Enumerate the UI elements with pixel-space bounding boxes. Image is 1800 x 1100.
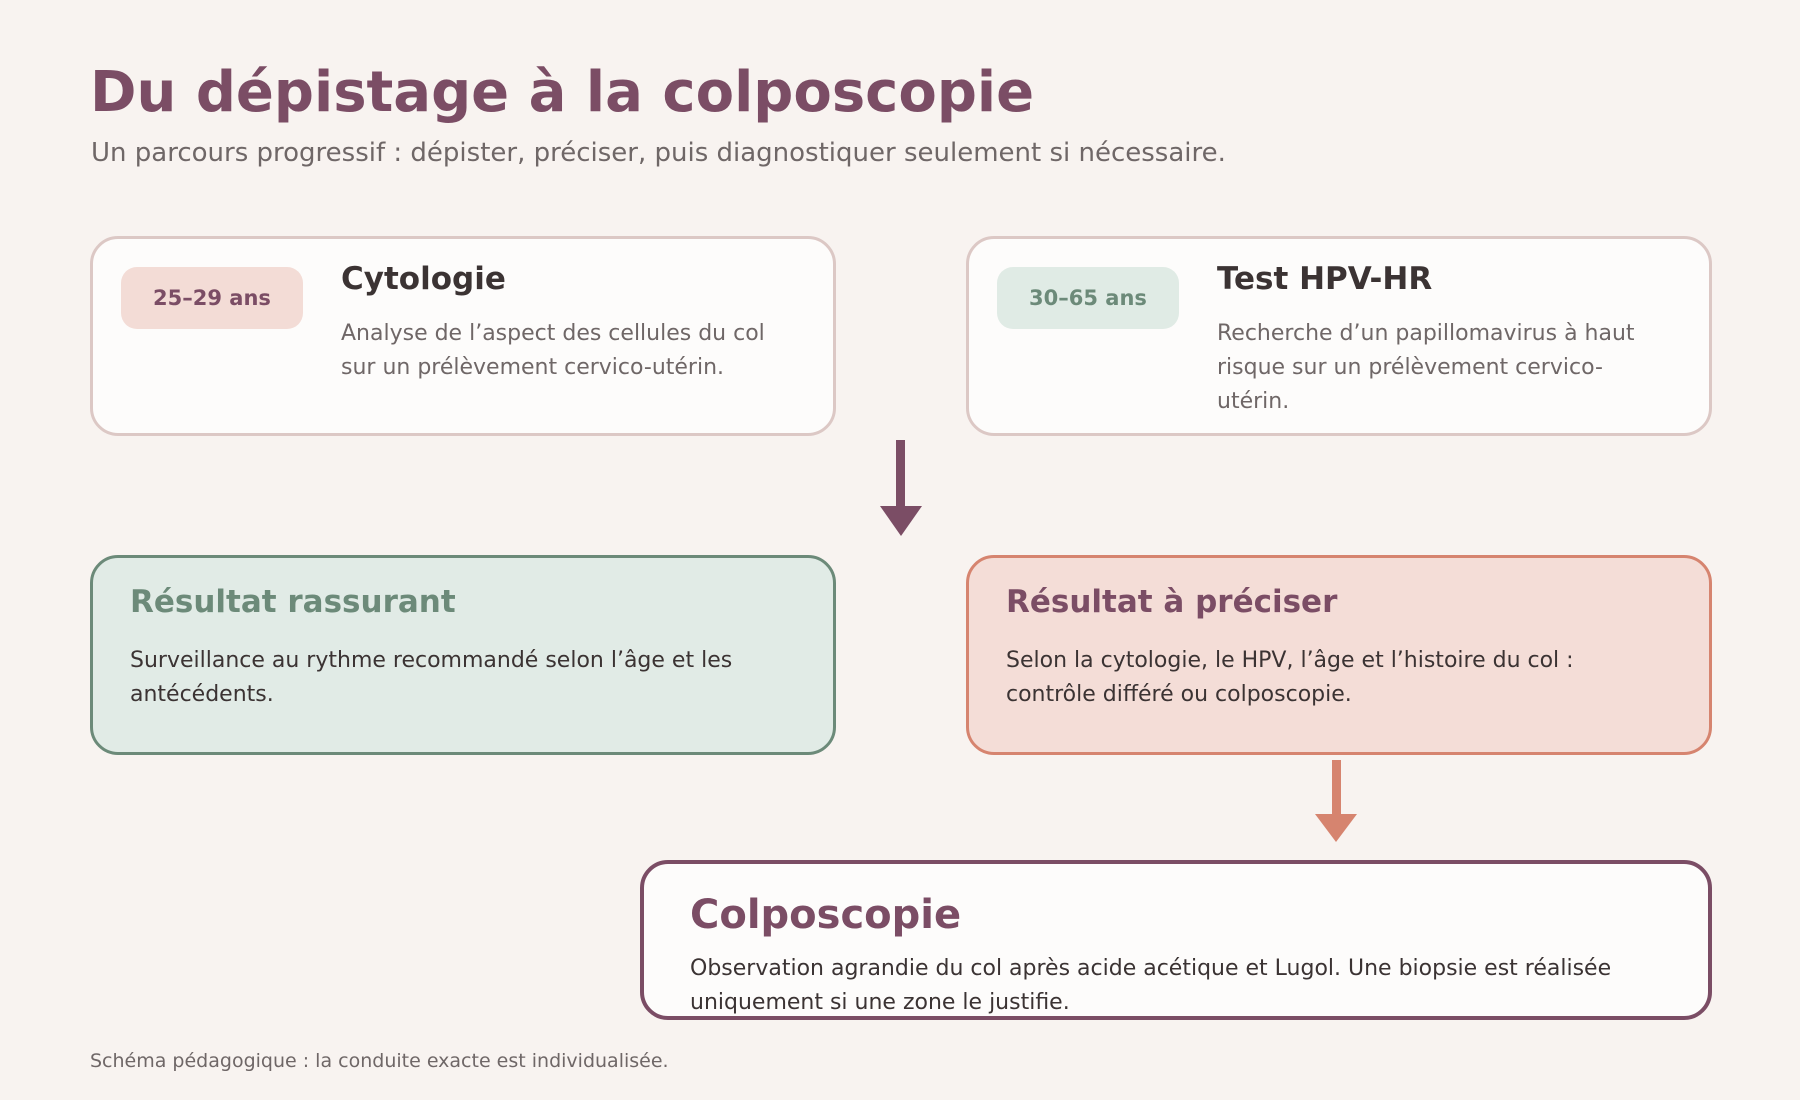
hpv-test-title: Test HPV-HR	[1217, 261, 1433, 297]
down-arrow-to-colposcopy	[1315, 760, 1357, 842]
reassuring-result-card: Résultat rassurant Surveillance au rythm…	[90, 555, 836, 755]
cytology-title: Cytologie	[341, 261, 506, 297]
cytology-card: 25–29 ans Cytologie Analyse de l’aspect …	[90, 236, 836, 436]
reassuring-result-text: Surveillance au rythme recommandé selon …	[130, 648, 733, 707]
page-subtitle: Un parcours progressif : dépister, préci…	[91, 138, 1226, 168]
clarify-result-title: Résultat à préciser	[1006, 584, 1338, 620]
colposcopy-title: Colposcopie	[690, 892, 962, 938]
reassuring-result-title: Résultat rassurant	[130, 584, 456, 620]
age-badge-30-65: 30–65 ans	[997, 267, 1179, 329]
clarify-result-text: Selon la cytologie, le HPV, l’âge et l’h…	[1006, 648, 1574, 707]
down-arrow-screening	[880, 440, 922, 536]
footnote: Schéma pédagogique : la conduite exacte …	[90, 1050, 669, 1072]
colposcopy-card: Colposcopie Observation agrandie du col …	[640, 860, 1712, 1020]
age-badge-25-29: 25–29 ans	[121, 267, 303, 329]
page-title: Du dépistage à la colposcopie	[90, 60, 1035, 125]
cytology-description: Analyse de l’aspect des cellules du col …	[341, 321, 765, 380]
hpv-test-description: Recherche d’un papillomavirus à haut ris…	[1217, 321, 1635, 414]
clarify-result-card: Résultat à préciser Selon la cytologie, …	[966, 555, 1712, 755]
colposcopy-description: Observation agrandie du col après acide …	[690, 956, 1612, 1015]
hpv-test-card: 30–65 ans Test HPV-HR Recherche d’un pap…	[966, 236, 1712, 436]
